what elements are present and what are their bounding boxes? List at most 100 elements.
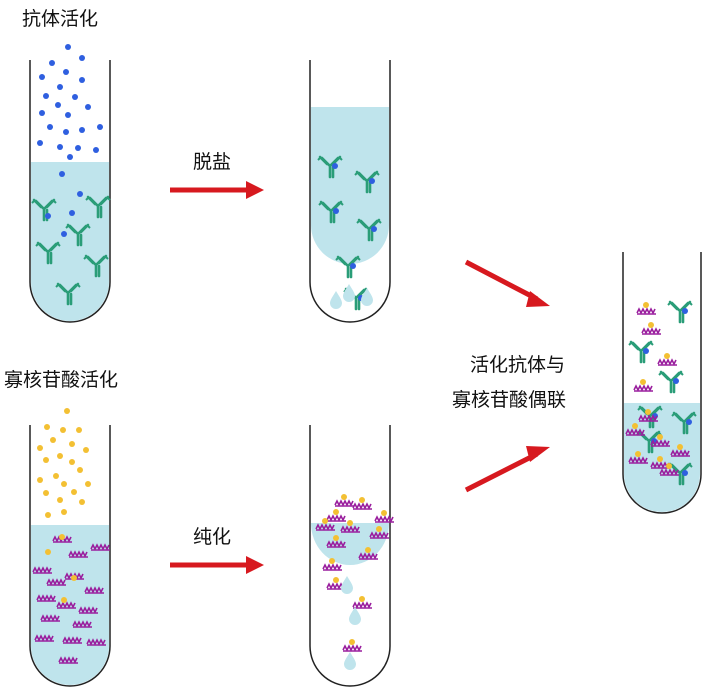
- purified-oligo-icon: [326, 515, 347, 522]
- activator-dot: [333, 577, 339, 583]
- oligo-icon: [636, 308, 657, 315]
- activator-dot: [640, 379, 646, 385]
- activator-dot: [97, 124, 103, 130]
- activator-dot: [682, 308, 688, 314]
- label-conjugation-line1: 活化抗体与: [470, 354, 566, 376]
- activator-dot: [635, 451, 641, 457]
- tube-antibody-activation: [29, 60, 111, 323]
- label-conjugation-line2: 寡核苷酸偶联: [452, 389, 567, 411]
- activator-dot: [47, 124, 53, 130]
- droplet-icon: [341, 576, 353, 594]
- activator-dot: [686, 419, 692, 425]
- activator-dot: [45, 549, 51, 555]
- activator-dot: [85, 104, 91, 110]
- activator-dot: [77, 467, 83, 473]
- activator-dot: [61, 481, 67, 487]
- antibody-icon: [666, 300, 694, 324]
- oligo-icon: [633, 385, 654, 392]
- antibody-icon: [657, 370, 685, 394]
- arrow-to-conjugation-bottom: [464, 446, 550, 493]
- activator-dot: [657, 434, 663, 440]
- purified-oligo-icon: [374, 516, 395, 523]
- activator-dot: [643, 348, 649, 354]
- purified-oligo-icon: [334, 500, 355, 507]
- activator-dot: [93, 147, 99, 153]
- activator-dot: [333, 509, 339, 515]
- activator-dot: [37, 445, 43, 451]
- activator-dot: [61, 597, 67, 603]
- activator-dot: [329, 558, 335, 564]
- tube-conjugate: [622, 252, 702, 514]
- label-purification: 纯化: [193, 526, 232, 548]
- activator-dot: [59, 171, 65, 177]
- activator-dot: [682, 470, 688, 476]
- activator-dot: [57, 84, 63, 90]
- purified-oligo-icon: [352, 503, 373, 510]
- activator-dot: [333, 535, 339, 541]
- activator-dot: [648, 322, 654, 328]
- tube-desalted-antibody: [309, 60, 391, 323]
- activator-dot: [39, 110, 45, 116]
- activator-dot: [85, 481, 91, 487]
- activator-dot: [59, 534, 65, 540]
- activator-dot: [57, 497, 63, 503]
- activator-dot: [350, 263, 356, 269]
- activator-dot: [83, 447, 89, 453]
- activator-dot: [365, 547, 371, 553]
- activator-dot: [63, 69, 69, 75]
- activator-dot: [55, 102, 61, 108]
- activator-dot: [677, 444, 683, 450]
- activator-dot: [369, 178, 375, 184]
- activator-dot: [64, 408, 70, 414]
- activator-dot: [71, 575, 77, 581]
- label-antibody-activation: 抗体活化: [22, 8, 99, 30]
- purified-oligo-icon: [322, 564, 343, 571]
- activator-dot: [69, 441, 75, 447]
- activator-dot: [63, 129, 69, 135]
- activator-dot: [347, 520, 353, 526]
- activator-dot: [79, 499, 85, 505]
- activator-dot: [49, 60, 55, 66]
- activator-dot: [67, 154, 73, 160]
- droplet-icon: [343, 284, 355, 302]
- activator-dot: [75, 145, 81, 151]
- arrow-desalting: [170, 181, 264, 199]
- activator-dot: [645, 409, 651, 415]
- activator-dot: [666, 463, 672, 469]
- activator-dot: [43, 457, 49, 463]
- droplet-icon: [330, 291, 342, 309]
- activator-dot: [79, 127, 85, 133]
- activator-dot: [341, 494, 347, 500]
- activator-dot: [71, 489, 77, 495]
- activator-dot: [359, 596, 365, 602]
- activator-dot: [673, 378, 679, 384]
- activator-dot: [69, 459, 75, 465]
- activator-dot: [333, 208, 339, 214]
- activator-dot: [45, 512, 51, 518]
- oligo-icon: [641, 328, 662, 335]
- activator-dot: [72, 94, 78, 100]
- activator-dot: [61, 509, 67, 515]
- activator-dot: [643, 302, 649, 308]
- activator-dot: [57, 453, 63, 459]
- activator-dot: [376, 526, 382, 532]
- activator-dot: [76, 427, 82, 433]
- arrow-purification: [170, 556, 264, 574]
- label-oligo-activation: 寡核苷酸活化: [4, 369, 119, 391]
- activator-dot: [79, 55, 85, 61]
- activator-dot: [61, 231, 67, 237]
- activator-dot: [371, 226, 377, 232]
- activator-dot: [359, 497, 365, 503]
- purified-oligo-icon: [342, 645, 363, 652]
- activator-dot: [57, 144, 63, 150]
- activator-dot: [332, 163, 338, 169]
- activator-dot: [322, 518, 328, 524]
- droplet-icon: [344, 652, 356, 670]
- activator-dot: [37, 140, 43, 146]
- activator-dot: [65, 112, 71, 118]
- activator-dot: [632, 423, 638, 429]
- activator-dot: [44, 424, 50, 430]
- activator-dot: [79, 77, 85, 83]
- activator-dot: [60, 427, 66, 433]
- activator-dot: [39, 74, 45, 80]
